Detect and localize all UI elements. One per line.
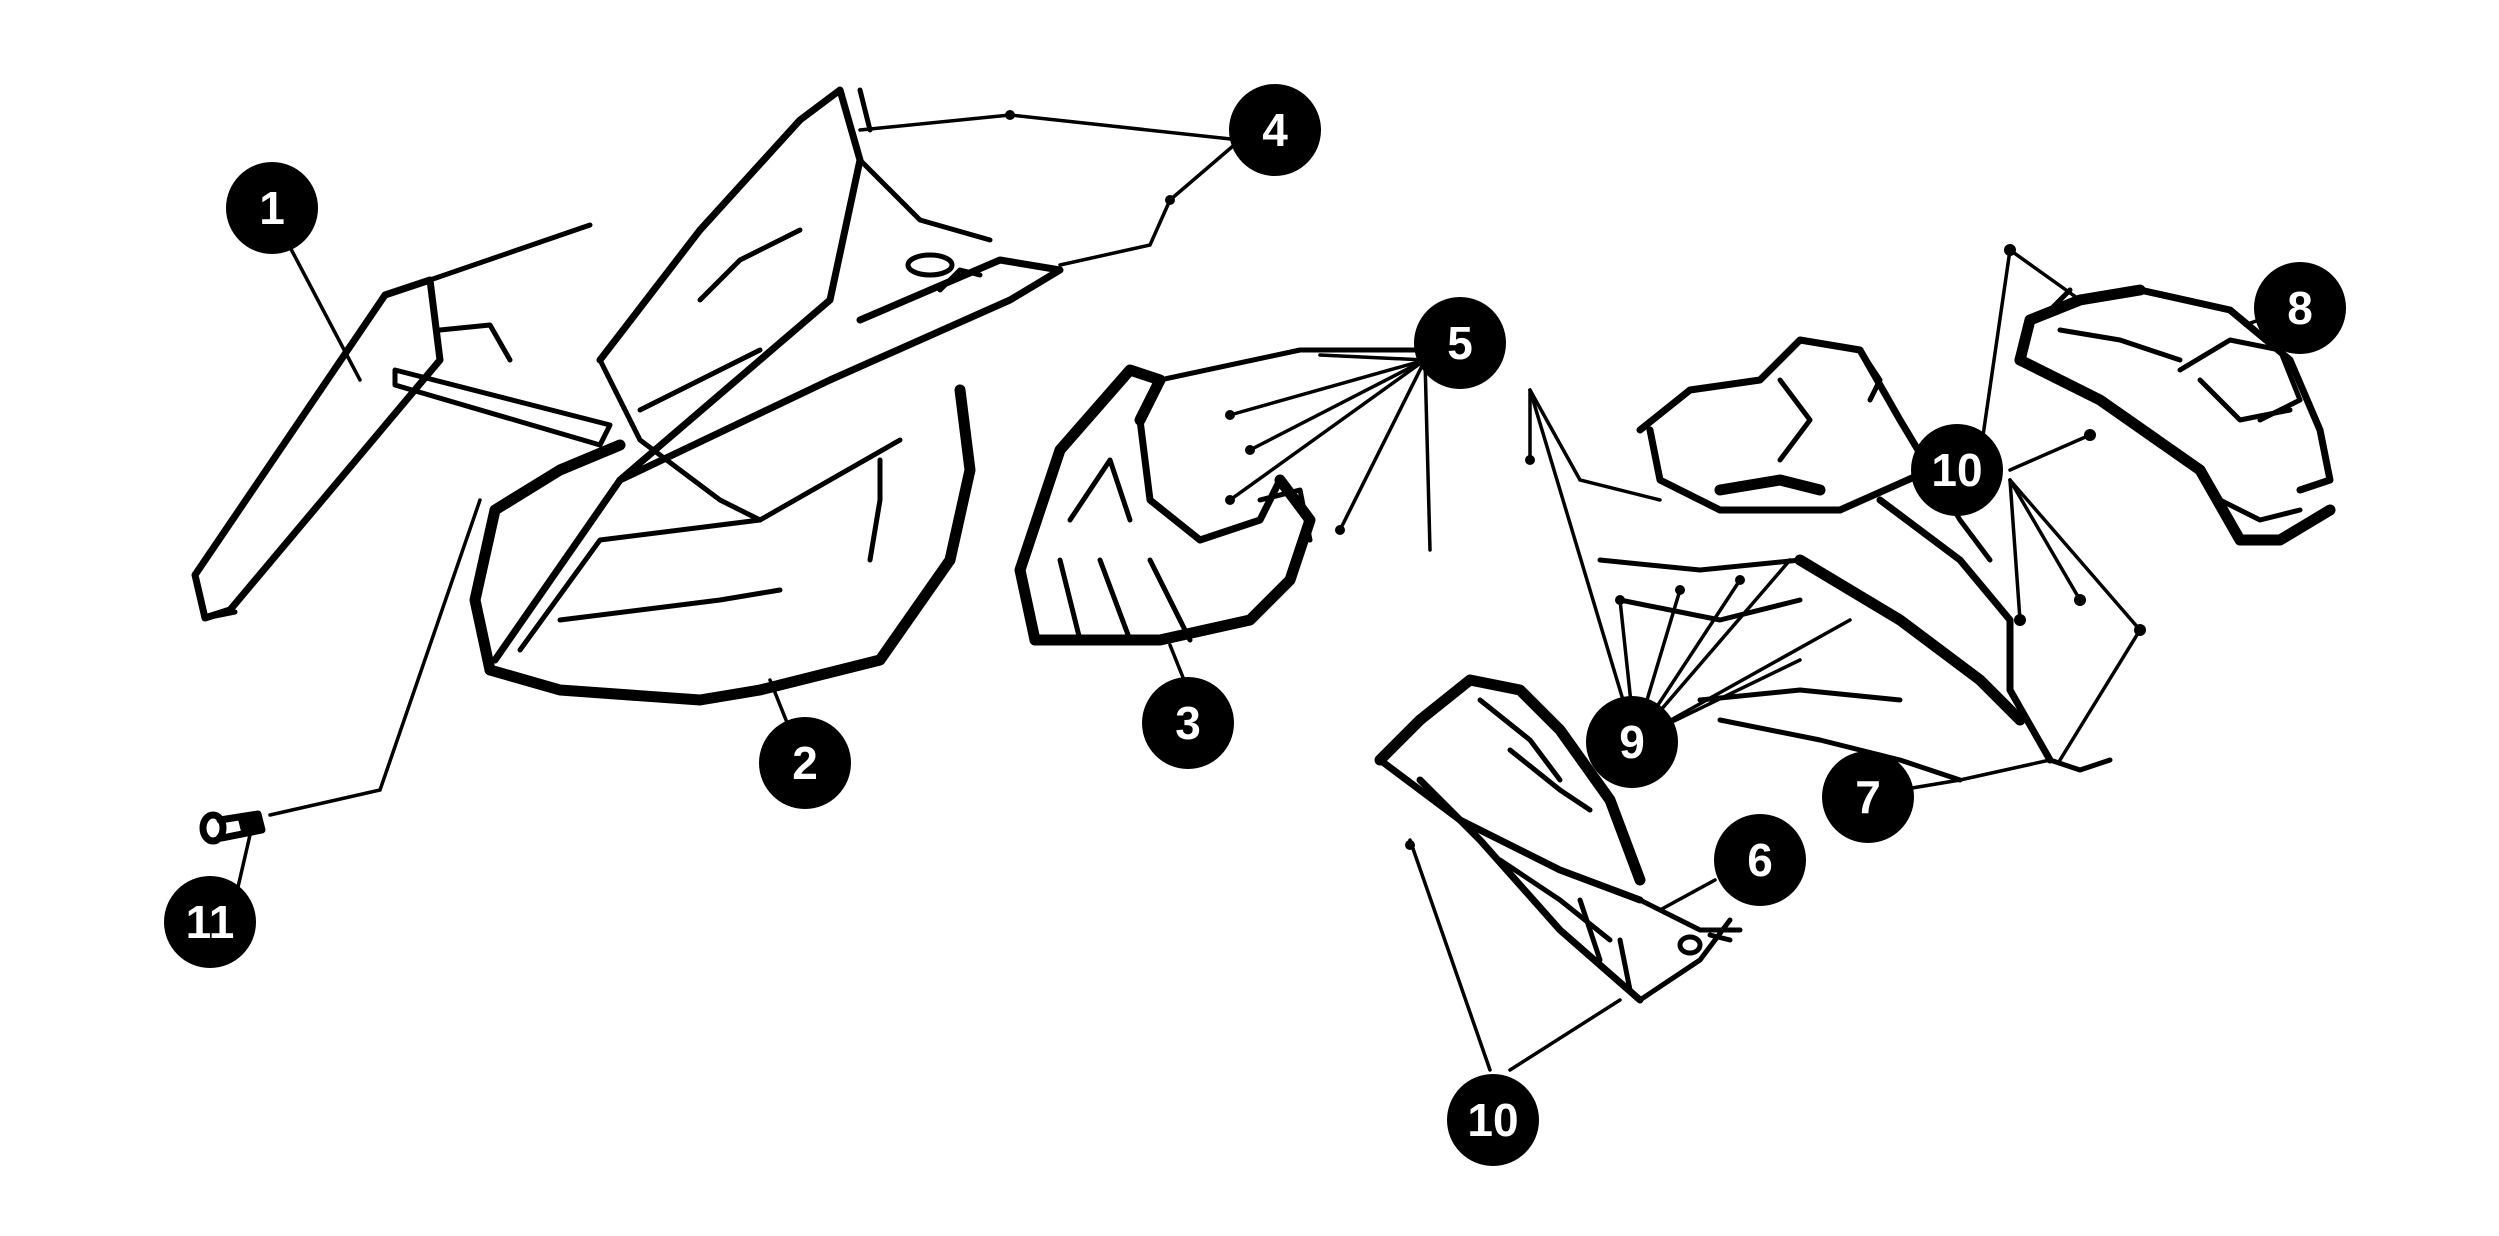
callout-9-label: 9	[1619, 716, 1645, 768]
callout-2-label: 2	[792, 737, 818, 789]
callout-6: 6	[1714, 814, 1806, 906]
callout-8-label: 8	[2287, 282, 2313, 334]
callout-7-label: 7	[1855, 771, 1881, 823]
part-2-front-cowl	[469, 86, 1064, 706]
callout-4-label: 4	[1262, 104, 1288, 156]
part-6-side-panel	[1374, 674, 1743, 1004]
callout-5: 5	[1414, 297, 1506, 389]
callout-3: 3	[1142, 677, 1234, 769]
callout-4: 4	[1229, 84, 1321, 176]
callout-1: 1	[226, 162, 318, 254]
callout-9: 9	[1586, 696, 1678, 788]
callout-2: 2	[759, 717, 851, 809]
callout-8: 8	[2254, 262, 2346, 354]
callout-11: 11	[164, 876, 256, 968]
callout-7: 7	[1822, 751, 1914, 843]
callout-10-lower: 10	[1447, 1074, 1539, 1166]
part-11-screw	[199, 810, 266, 845]
callout-10-upper: 10	[1911, 424, 2003, 516]
part-7-inner-panel	[1597, 336, 2113, 783]
part-1-rear-fender	[191, 222, 613, 622]
callout-3-label: 3	[1175, 697, 1201, 749]
callout-10-upper-label: 10	[1931, 444, 1982, 496]
callout-11-label: 11	[186, 896, 235, 948]
callout-1-label: 1	[259, 182, 285, 234]
leader-lines	[233, 110, 2272, 1072]
callout-10-lower-label: 10	[1467, 1094, 1518, 1146]
callout-6-label: 6	[1747, 834, 1773, 886]
callout-5-label: 5	[1447, 317, 1473, 369]
part-3-front-nose	[1014, 347, 1423, 646]
part-8-right-panel	[2014, 284, 2336, 546]
